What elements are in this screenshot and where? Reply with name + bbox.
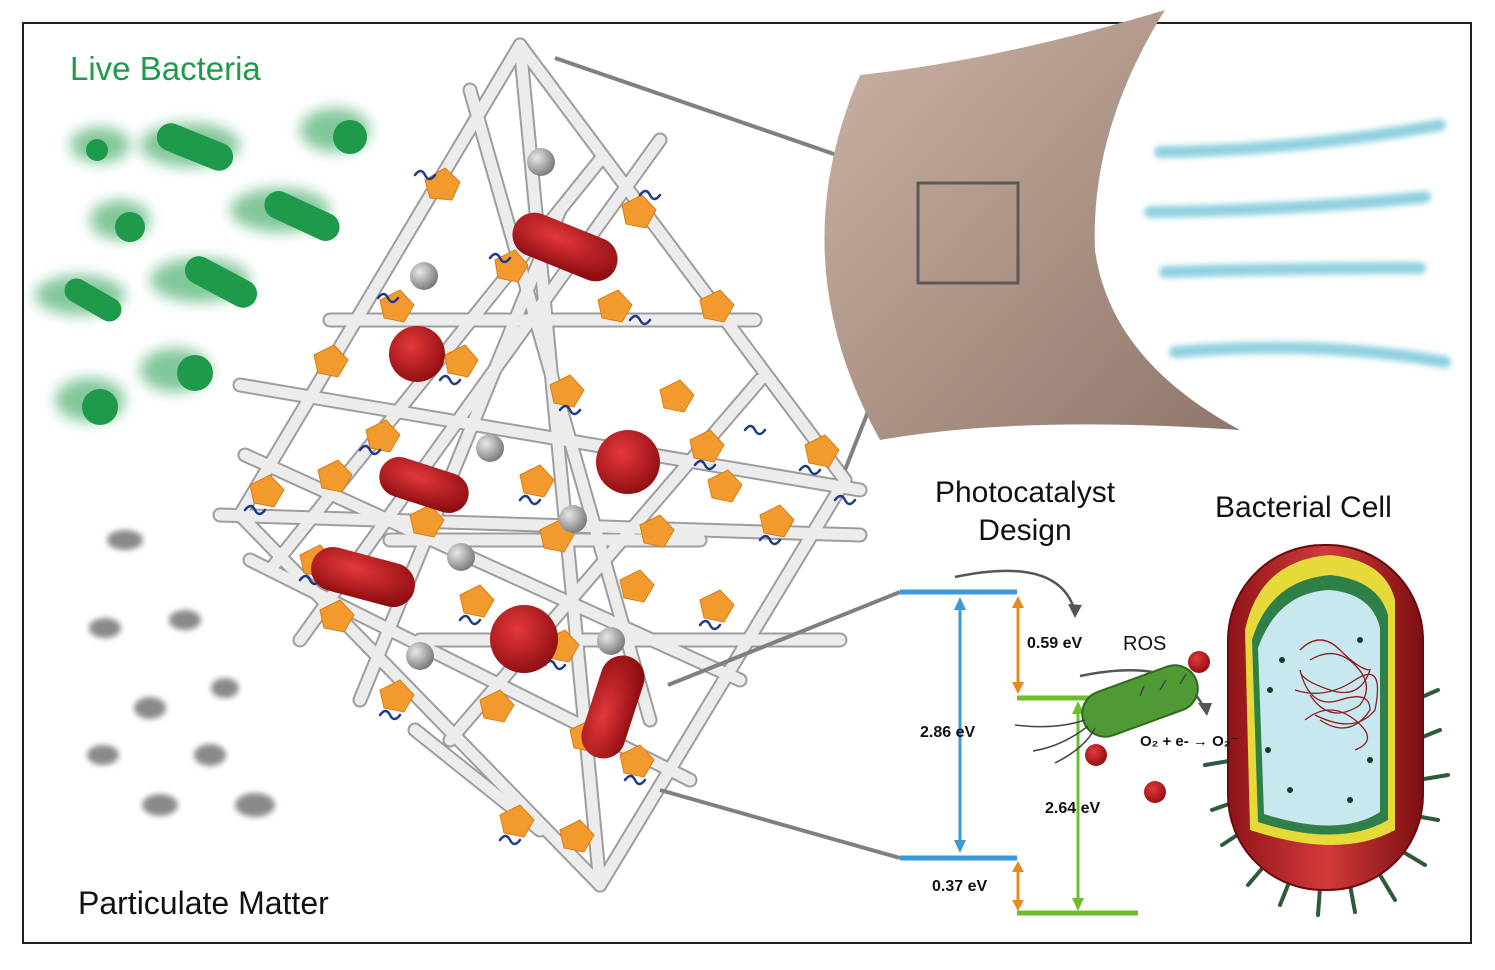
band-gap-2-label: 2.64 eV bbox=[1045, 800, 1101, 817]
photocatalyst-line1: Photocatalyst bbox=[934, 476, 1116, 509]
particulate-matter-group bbox=[87, 530, 275, 817]
live-bacteria-label: Live Bacteria bbox=[70, 50, 261, 87]
ros-dots bbox=[1085, 651, 1210, 803]
bacterial-cell-label: Bacterial Cell bbox=[1215, 491, 1392, 524]
bacterial-cell-illustration bbox=[1203, 544, 1450, 917]
band-gap-1-label: 2.86 eV bbox=[920, 724, 976, 741]
vb-offset-label: 0.37 eV bbox=[932, 878, 988, 895]
ros-label: ROS bbox=[1123, 633, 1167, 655]
ligand-squiggles bbox=[243, 169, 857, 846]
particulate-matter-label: Particulate Matter bbox=[78, 885, 329, 921]
bacterium-rod bbox=[156, 123, 234, 171]
membrane-surface bbox=[824, 10, 1240, 440]
bacterium-coccus bbox=[177, 355, 213, 391]
air-flow-lines bbox=[1144, 119, 1451, 368]
electron-transfer-arrow bbox=[954, 569, 1077, 613]
green-bacterium bbox=[1014, 664, 1199, 764]
cb-offset-label: 0.59 eV bbox=[1027, 635, 1083, 652]
live-bacteria-group bbox=[35, 108, 370, 425]
bacterium-coccus bbox=[333, 120, 367, 154]
photocatalyst-design-label: Photocatalyst Design bbox=[895, 474, 1155, 550]
figure-frame bbox=[22, 22, 1472, 944]
bacterium-rod bbox=[64, 278, 122, 322]
bacterium-rod bbox=[184, 256, 258, 308]
reaction-label: O₂ + e- → O₂⁻ bbox=[1140, 733, 1239, 750]
bacterium-rod bbox=[264, 191, 340, 241]
bacterium-coccus bbox=[86, 139, 108, 161]
captured-bacteria bbox=[311, 212, 660, 759]
photocatalyst-line2: Design bbox=[978, 514, 1072, 547]
zoom-box bbox=[916, 181, 1020, 285]
captured-particles bbox=[406, 148, 625, 670]
bacterium-coccus bbox=[82, 389, 118, 425]
bacterium-coccus bbox=[115, 212, 145, 242]
